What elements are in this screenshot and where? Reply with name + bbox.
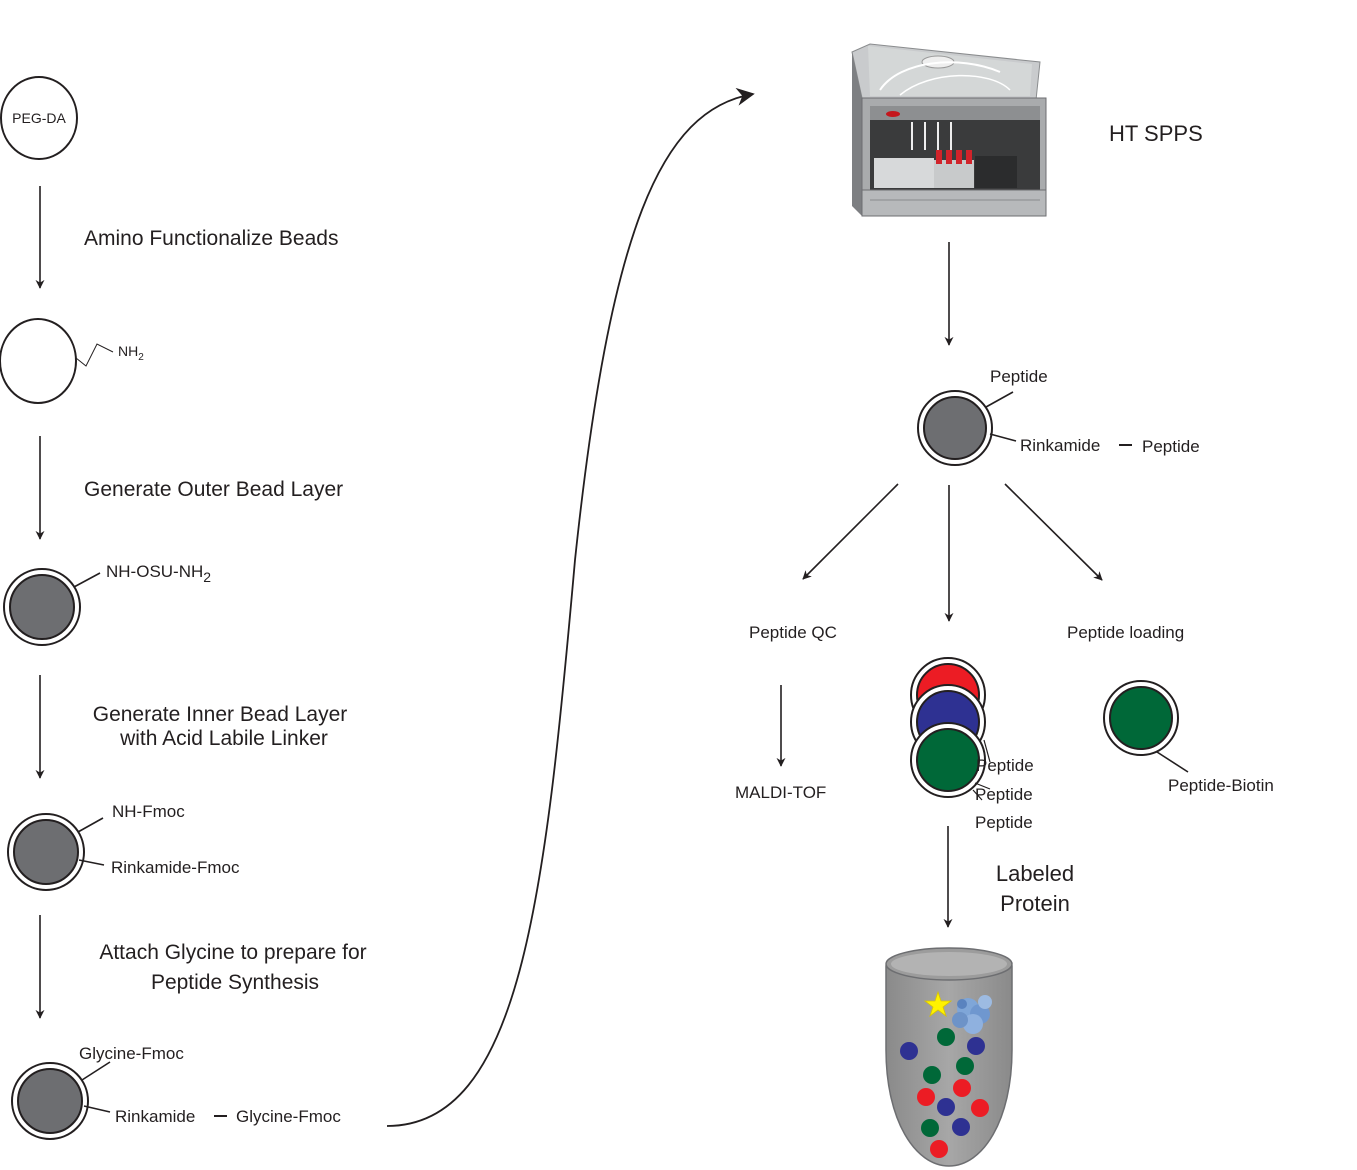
branch-left-arrow: [802, 483, 899, 580]
stack-peptide-label-2: Peptide: [975, 785, 1033, 804]
glycine-bead: Glycine-Fmoc Rinkamide Glycine-Fmoc: [11, 1044, 341, 1140]
rinkamide-fmoc-label: Rinkamide-Fmoc: [111, 858, 240, 877]
tube-bead-green: [923, 1066, 941, 1084]
branch-right-arrow: [1004, 483, 1103, 581]
ht-spps-instrument-image: [851, 43, 1047, 217]
step4-label-line2: Peptide Synthesis: [151, 971, 319, 994]
tube-bead-red: [917, 1088, 935, 1106]
step2-label: Generate Outer Bead Layer: [84, 478, 343, 501]
peg-da-label: PEG-DA: [12, 110, 66, 126]
inner-layer-bead: NH-Fmoc Rinkamide-Fmoc: [7, 802, 240, 891]
glycine-fmoc-top-label: Glycine-Fmoc: [79, 1044, 184, 1063]
protein-icon: [952, 995, 992, 1034]
star-icon: [923, 990, 953, 1018]
tube-bead-red: [930, 1140, 948, 1158]
tube-bead-blue: [952, 1118, 970, 1136]
rinkamide-label: Rinkamide: [115, 1107, 195, 1126]
sample-tube: [885, 947, 1013, 1167]
peptide-biotin-label: Peptide-Biotin: [1168, 776, 1274, 795]
peptide-bead: Peptide Rinkamide Peptide: [917, 367, 1200, 466]
outer-layer-bead: NH-OSU-NH2: [3, 562, 211, 646]
nh2-label: NH2: [118, 343, 144, 363]
tube-bead-red: [953, 1079, 971, 1097]
rinkamide-peptide-label-a: Rinkamide: [1020, 436, 1100, 455]
tube-bead-blue: [900, 1042, 918, 1060]
maldi-tof-label: MALDI-TOF: [735, 783, 826, 802]
labeled-label: Labeled: [996, 861, 1074, 886]
bead-core: [17, 1068, 83, 1134]
nh-osu-nh2-label: NH-OSU-NH2: [106, 562, 211, 585]
tube-bead-green: [956, 1057, 974, 1075]
glycine-fmoc-label: Glycine-Fmoc: [236, 1107, 341, 1126]
tube-bead-blue: [937, 1098, 955, 1116]
bead-core: [1109, 686, 1173, 750]
step4-label-line1: Attach Glycine to prepare for: [99, 941, 366, 964]
tube-bead-blue: [967, 1037, 985, 1055]
curved-connector-arrow: [386, 87, 755, 1127]
bead-core: [13, 819, 79, 885]
step1-label: Amino Functionalize Beads: [84, 227, 338, 250]
peptide-top-label: Peptide: [990, 367, 1048, 386]
bead-core: [923, 396, 987, 460]
step3-label-line1: Generate Inner Bead Layer: [93, 703, 348, 726]
peptide-loading-label: Peptide loading: [1067, 623, 1184, 642]
nh-fmoc-label: NH-Fmoc: [112, 802, 185, 821]
rinkamide-peptide-label-b: Peptide: [1142, 437, 1200, 456]
bead-core: [9, 574, 75, 640]
step3-label-line2: with Acid Labile Linker: [119, 727, 328, 750]
peg-da-bead: PEG-DA: [0, 76, 78, 160]
tube-bead-red: [971, 1099, 989, 1117]
ht-spps-label: HT SPPS: [1109, 121, 1203, 146]
stack-peptide-label-3: Peptide: [975, 813, 1033, 832]
protein-label: Protein: [1000, 891, 1070, 916]
tube-bead-green: [937, 1028, 955, 1046]
colored-bead-stack: [910, 657, 991, 801]
green-bead: [916, 728, 980, 792]
peptide-qc-label: Peptide QC: [749, 623, 837, 642]
amino-bead: NH2: [0, 318, 144, 404]
stack-peptide-label-1: Peptide: [976, 756, 1034, 775]
peptide-biotin-bead: Peptide-Biotin: [1103, 680, 1274, 795]
tube-bead-green: [921, 1119, 939, 1137]
